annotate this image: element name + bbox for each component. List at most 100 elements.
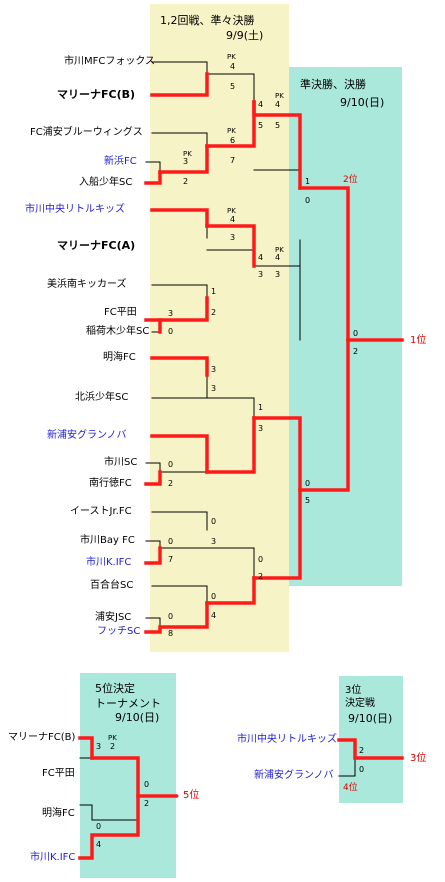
- rank-third: 3位: [410, 753, 427, 764]
- team-name: 市川Bay FC: [80, 535, 135, 546]
- rank-second: 2位: [343, 175, 358, 185]
- round12-header: 1,2回戦、準々決勝: [160, 14, 255, 27]
- score: 0: [168, 460, 174, 469]
- pk-label: PK: [227, 207, 236, 215]
- score: 2: [211, 308, 217, 317]
- score: 4: [230, 62, 236, 71]
- team-name: マリーナFC(A): [57, 239, 136, 252]
- team-name: 新浜FC: [104, 156, 137, 167]
- team-name: 南行徳FC: [89, 478, 132, 489]
- fifth-place-panel: [80, 673, 176, 878]
- semis-header: 準決勝、決勝: [300, 78, 366, 91]
- score: 5: [230, 82, 236, 91]
- score: 0: [144, 780, 150, 789]
- score: 3: [96, 742, 102, 751]
- score: 7: [168, 555, 174, 564]
- team-name: 浦安JSC: [95, 612, 132, 623]
- score: 5: [275, 121, 281, 130]
- team-name: 市川MFCフォックス: [64, 56, 156, 67]
- score: 4: [275, 100, 281, 109]
- score: 2: [258, 572, 264, 581]
- team-name: 市川K.IFC: [86, 557, 132, 568]
- score: 0: [211, 592, 217, 601]
- third-team-name: 市川中央リトルキッズ: [237, 734, 337, 745]
- score: 4: [258, 253, 264, 262]
- score: 3: [183, 157, 189, 166]
- score: 4: [258, 100, 264, 109]
- fifth-header-line1: 5位決定: [95, 682, 135, 695]
- team-name: 百合台SC: [90, 580, 134, 591]
- score: 2: [110, 742, 116, 751]
- rank-fifth: 5位: [183, 790, 200, 801]
- score: 3: [230, 233, 236, 242]
- score: 7: [230, 156, 236, 165]
- score: 0: [168, 537, 174, 546]
- score: 4: [275, 253, 281, 262]
- score: 0: [353, 329, 359, 338]
- score: 3: [211, 537, 217, 546]
- team-name: 市川中央リトルキッズ: [25, 204, 125, 215]
- rank-fourth: 4位: [343, 783, 358, 793]
- team-name: 入船少年SC: [79, 177, 133, 188]
- fifth-team-name: マリーナFC(B): [8, 732, 76, 743]
- pk-label: PK: [108, 734, 117, 742]
- score: 2: [183, 177, 189, 186]
- score: 4: [211, 611, 217, 620]
- score: 0: [359, 765, 365, 774]
- score: 5: [258, 121, 264, 130]
- pk-label: PK: [227, 53, 236, 61]
- pk-label: PK: [275, 246, 284, 254]
- score: 3: [168, 309, 174, 318]
- score: 1: [211, 287, 217, 296]
- score: 2: [353, 347, 359, 356]
- third-header-line1: 3位: [345, 685, 362, 696]
- semis-panel: [289, 67, 402, 586]
- score: 0: [211, 517, 217, 526]
- score: 0: [258, 555, 264, 564]
- third-team-name: 新浦安グランノバ: [254, 770, 334, 781]
- pk-label: PK: [183, 150, 192, 158]
- team-name: マリーナFC(B): [57, 88, 136, 101]
- third-header-line2: 決定戦: [345, 698, 375, 709]
- team-name: 北浜少年SC: [75, 392, 129, 403]
- fifth-team-name: FC平田: [42, 768, 75, 779]
- score: 4: [230, 215, 236, 224]
- score: 3: [258, 424, 264, 433]
- fifth-team-name: 市川K.IFC: [30, 852, 76, 863]
- round12-panel: [150, 4, 289, 652]
- team-name: 市川SC: [104, 457, 138, 468]
- score: 0: [305, 196, 311, 205]
- score: 2: [359, 746, 365, 755]
- score: 5: [305, 496, 311, 505]
- score: 1: [258, 403, 264, 412]
- score: 0: [96, 822, 102, 831]
- score: 4: [96, 840, 102, 849]
- score: 3: [275, 270, 281, 279]
- score: 0: [168, 612, 174, 621]
- score: 2: [168, 479, 174, 488]
- fifth-team-name: 明海FC: [42, 808, 75, 819]
- team-name: FC平田: [104, 307, 137, 318]
- score: 3: [258, 270, 264, 279]
- score: 2: [144, 799, 150, 808]
- fifth-header-line2: トーナメント: [95, 697, 161, 710]
- team-name: 明海FC: [103, 352, 136, 363]
- team-name: 新浦安グランノバ: [47, 430, 127, 441]
- pk-label: PK: [227, 127, 236, 135]
- score: 1: [305, 177, 311, 186]
- pk-label: PK: [275, 92, 284, 100]
- team-name: フッチSC: [97, 626, 141, 637]
- team-name: FC浦安ブルーウィングス: [30, 127, 143, 138]
- semis-date: 9/10(日): [340, 96, 385, 109]
- score: 3: [211, 384, 217, 393]
- score: 0: [168, 327, 174, 336]
- score: 3: [211, 365, 217, 374]
- team-name: イーストJr.FC: [70, 506, 132, 517]
- fifth-header-date: 9/10(日): [115, 711, 160, 724]
- round12-date: 9/9(土): [226, 29, 264, 42]
- score: 6: [230, 136, 236, 145]
- rank-first: 1位: [410, 335, 427, 346]
- score: 0: [305, 479, 311, 488]
- team-name: 稲荷木少年SC: [86, 326, 150, 337]
